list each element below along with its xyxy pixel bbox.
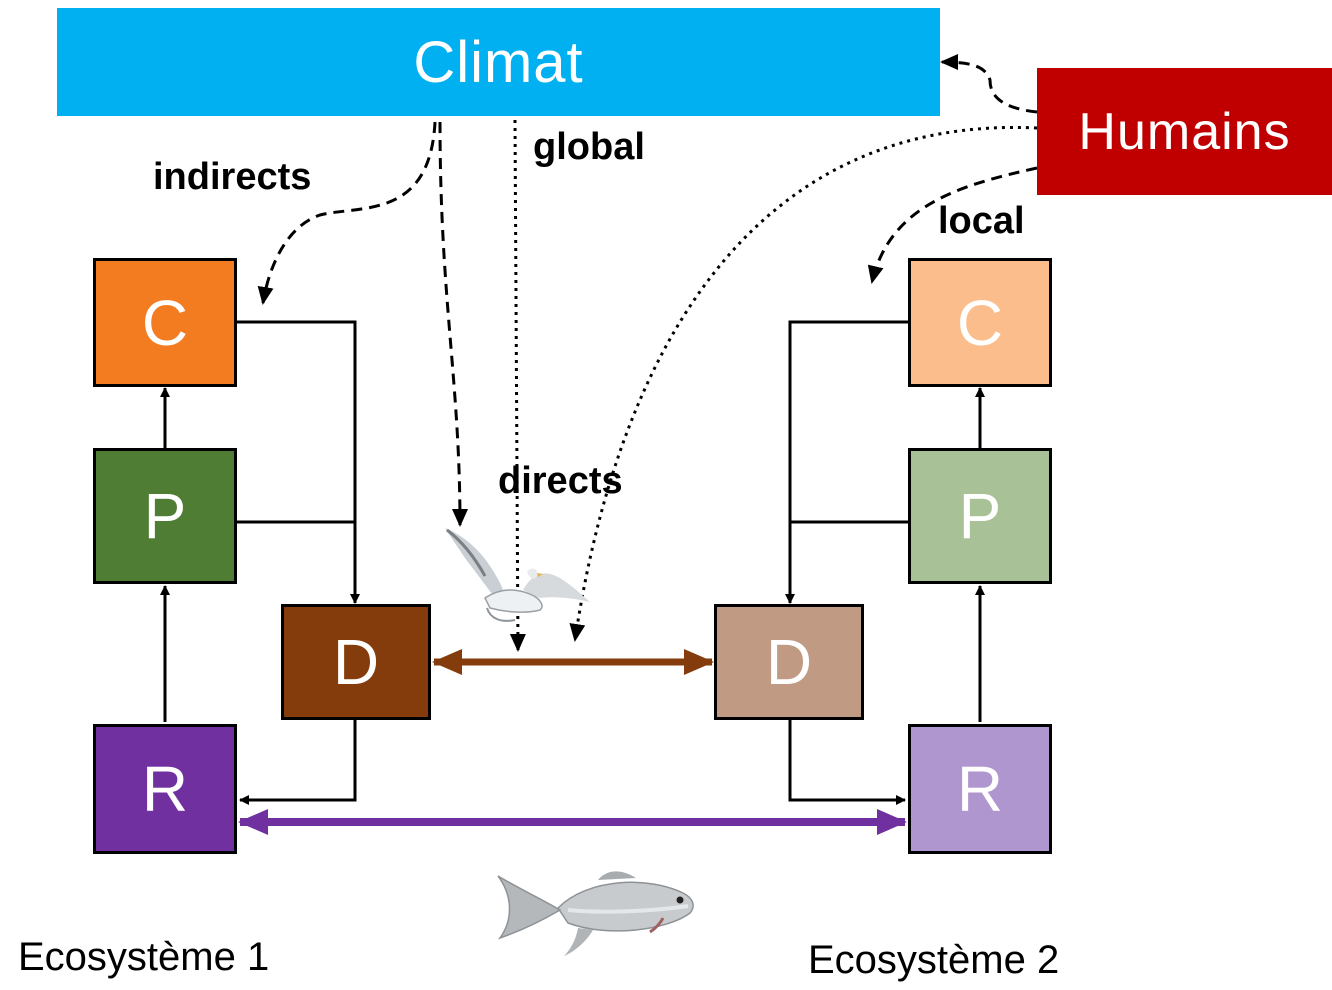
eco1-producer-label: P: [143, 480, 187, 552]
eco2-consumer-label: C: [956, 286, 1004, 359]
global-effects-label: global: [533, 126, 645, 168]
eco1-resource-label: R: [141, 753, 189, 825]
humans-global-arrow: [569, 125, 1038, 642]
eco1-resource-node: R: [93, 724, 237, 854]
seagull-image: [445, 528, 590, 622]
local-effects-label: local: [938, 200, 1025, 242]
eco2-resource-node: R: [908, 724, 1052, 854]
eco2-producer-node: P: [908, 448, 1052, 584]
eco2-detritus-node: D: [714, 604, 864, 720]
eco2-d-to-r-arrow: [788, 720, 906, 805]
climate-global-arrow: [509, 119, 526, 652]
humans-to-climate-arrow: [940, 54, 1038, 114]
climate-indirect-arrow: [257, 121, 437, 305]
climate-box: Climat: [57, 8, 940, 116]
eco2-consumer-node: C: [908, 258, 1052, 387]
ecosystem2-title: Ecosystème 2: [808, 938, 1060, 982]
eco1-links: [160, 320, 360, 805]
eco2-links: [785, 320, 985, 805]
fish-image: [497, 871, 694, 956]
eco1-d-to-r-arrow: [239, 720, 357, 805]
climate-direct-arrow: [438, 121, 468, 527]
eco2-c-to-d-arrow: [785, 320, 908, 604]
climate-label: Climat: [413, 29, 584, 95]
eco1-consumer-node: C: [93, 258, 237, 387]
eco1-producer-node: P: [93, 448, 237, 584]
eco1-consumer-label: C: [141, 286, 189, 359]
eco2-detritus-label: D: [765, 626, 813, 698]
eco1-c-to-d-arrow: [237, 320, 360, 604]
humans-local-arrow: [867, 166, 1038, 284]
humans-label: Humains: [1078, 102, 1291, 161]
humans-box: Humains: [1037, 68, 1332, 195]
indirect-effects-label: indirects: [153, 156, 312, 198]
direct-effects-label: directs: [498, 460, 623, 502]
eco1-detritus-label: D: [332, 626, 380, 698]
eco2-producer-label: P: [958, 480, 1002, 552]
eco2-resource-label: R: [956, 753, 1004, 825]
eco1-detritus-node: D: [281, 604, 431, 720]
ecosystem1-title: Ecosystème 1: [18, 935, 270, 979]
